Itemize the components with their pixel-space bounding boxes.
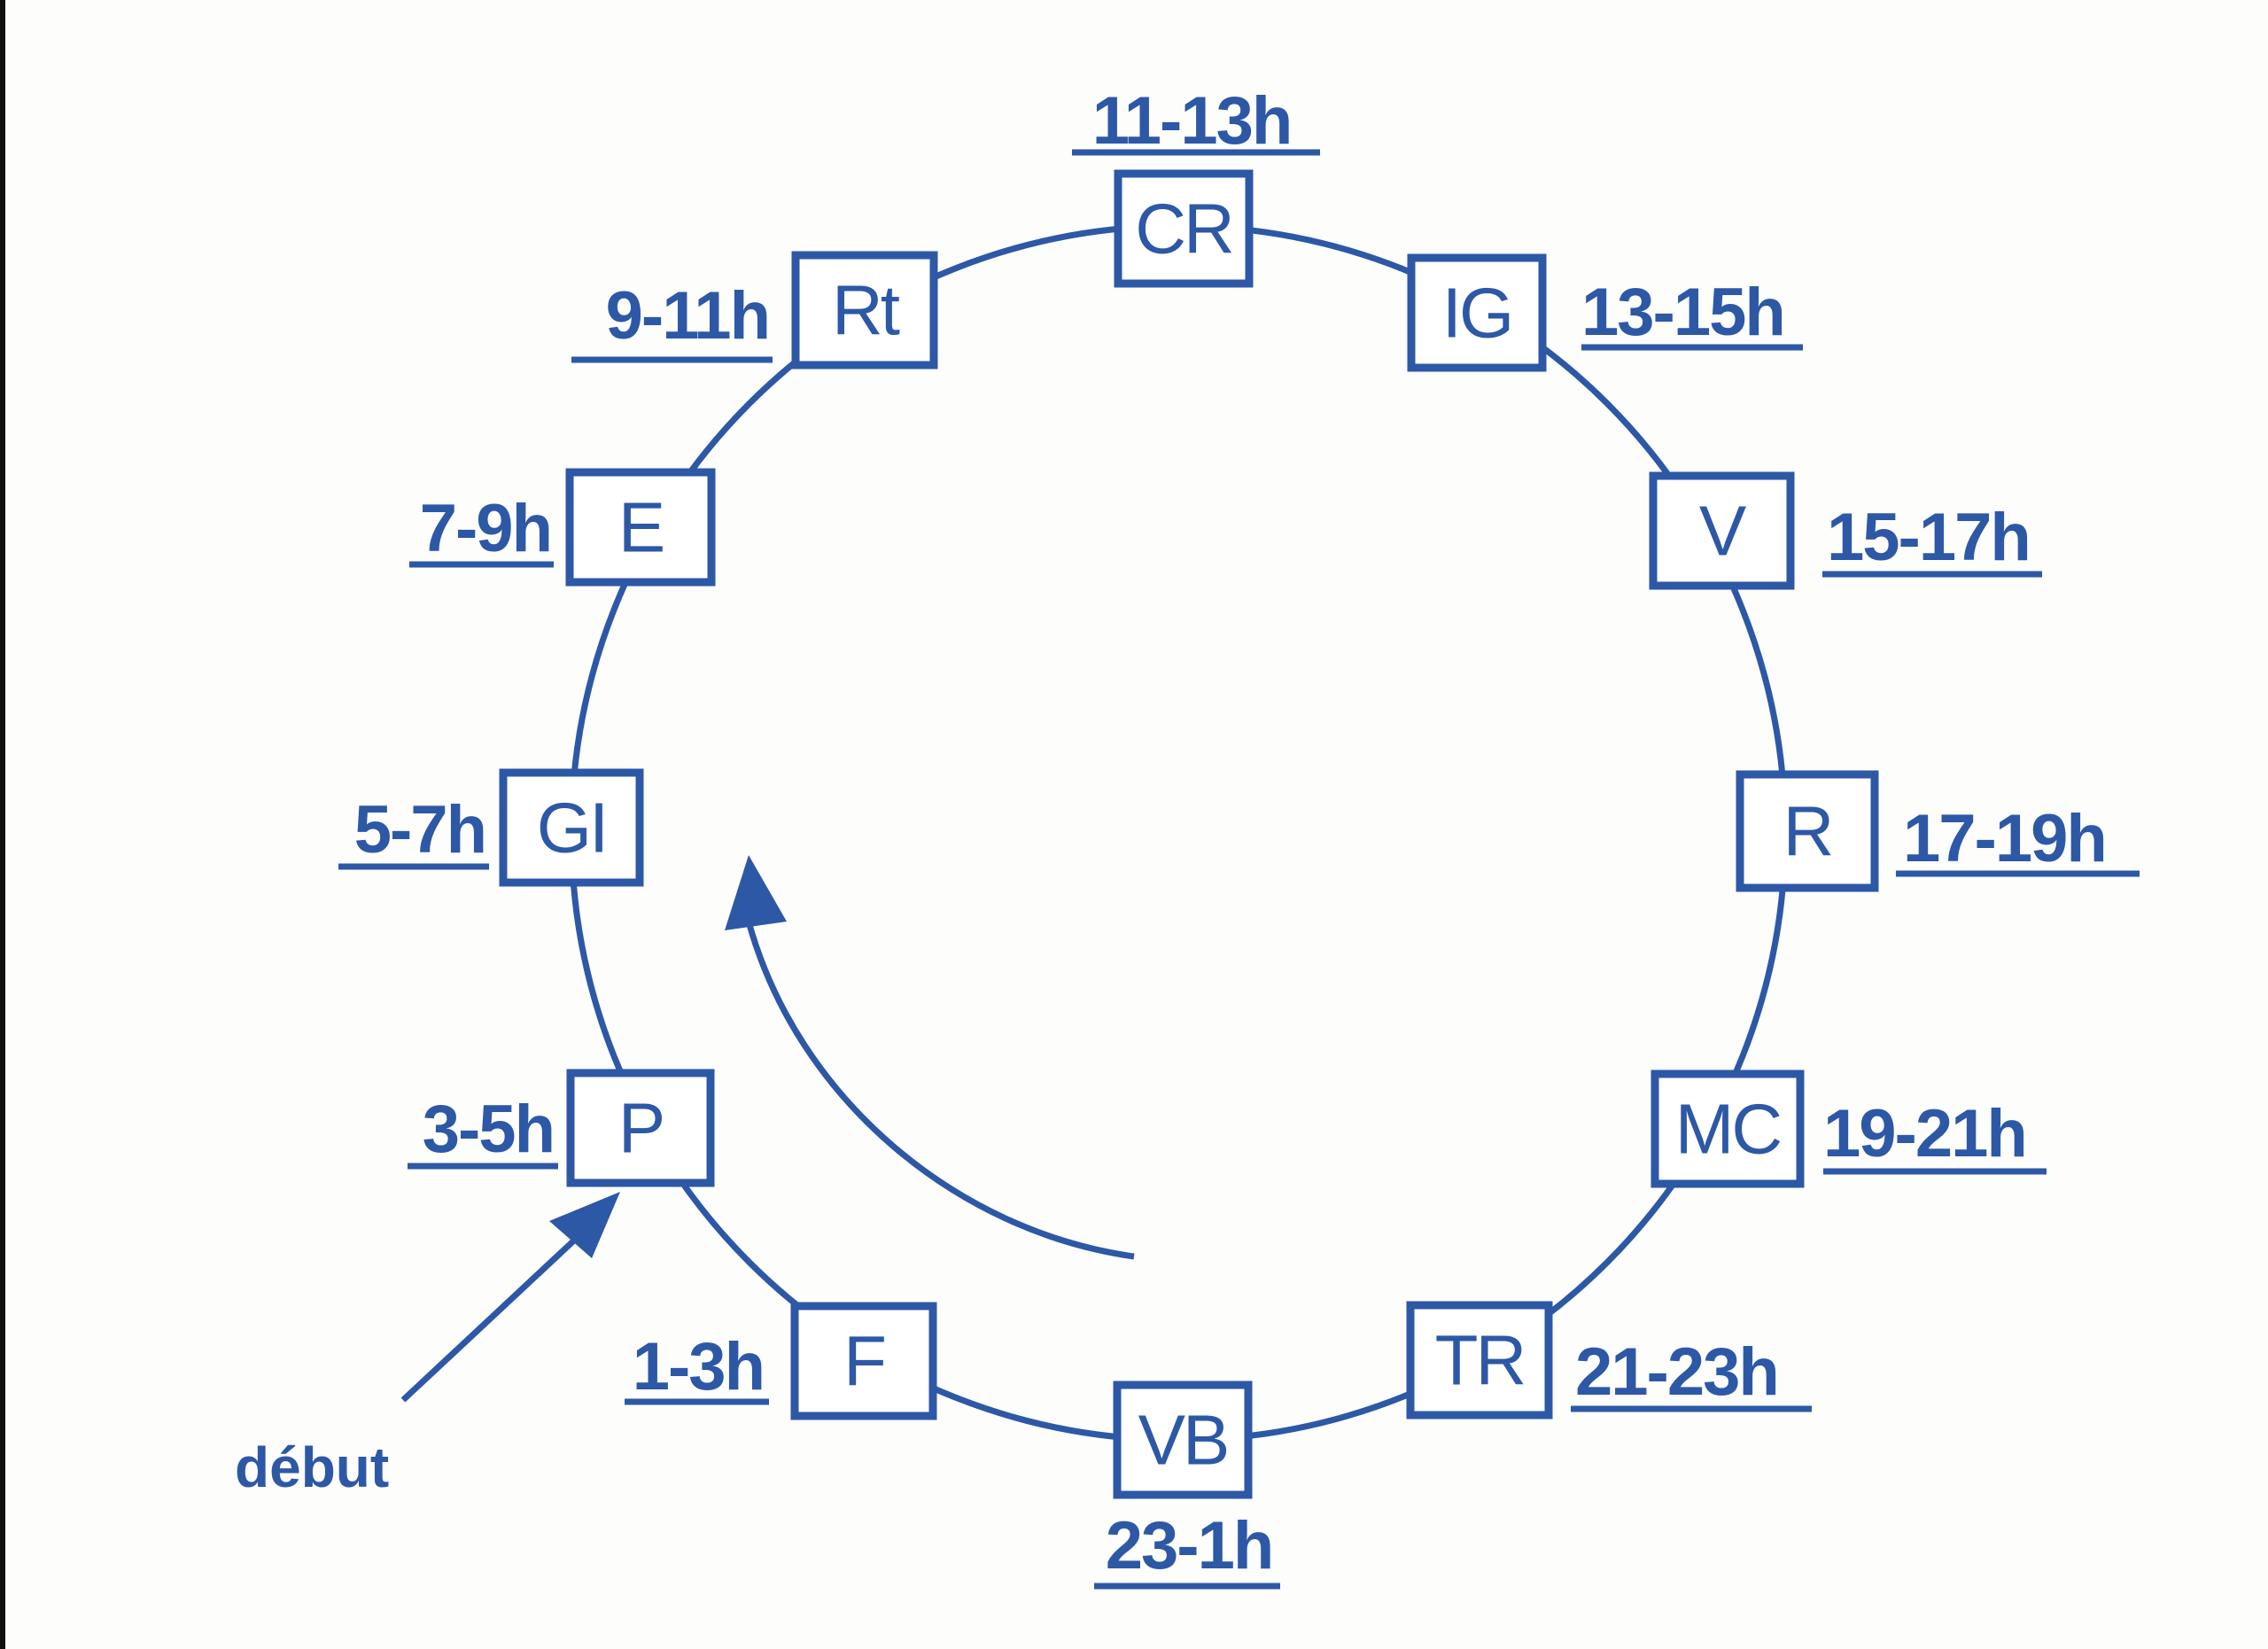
node-code: CR: [1135, 190, 1232, 268]
node-box: [1113, 1381, 1253, 1499]
node-vb: VB 23-1h: [1094, 1381, 1280, 1590]
node-e: E 7-9h: [409, 468, 716, 587]
node-gi: GI 5-7h: [338, 768, 644, 887]
time-label: 13-15h: [1581, 275, 1784, 350]
time-label: 11-13h: [1092, 83, 1292, 159]
node-box: [791, 251, 938, 369]
time-label: 9-11h: [606, 278, 769, 354]
node-code: E: [618, 488, 663, 567]
scan-edge: [0, 0, 5, 1649]
node-p: P 3-5h: [408, 1069, 715, 1187]
node-tr: TR 21-23h: [1406, 1301, 1812, 1420]
node-code: F: [843, 1322, 884, 1401]
node-code: Rt: [832, 271, 900, 350]
node-box: [1406, 1301, 1553, 1420]
time-label: 7-9h: [420, 491, 551, 566]
time-label: 3-5h: [423, 1092, 554, 1167]
node-box: [790, 1302, 937, 1420]
node-code: MC: [1675, 1090, 1781, 1169]
node-code: GI: [537, 789, 606, 867]
node-box: [1736, 770, 1879, 892]
start-arrow: [400, 1211, 605, 1403]
node-rt: Rt 9-11h: [571, 251, 938, 369]
node-box: [1651, 1070, 1805, 1188]
node-box: [1114, 169, 1254, 288]
node-box: [1407, 253, 1547, 372]
time-label: 1-3h: [633, 1329, 764, 1404]
start-arrow-head: [549, 1192, 620, 1258]
flow-arrow: [745, 921, 1135, 1260]
flow-arrow-head: [725, 855, 787, 930]
node-cr: CR 11-13h: [1072, 83, 1320, 288]
node-v: V 15-17h: [1649, 471, 2042, 590]
time-label: 23-1h: [1106, 1508, 1273, 1583]
node-box: [1649, 471, 1795, 590]
node-code: TR: [1435, 1321, 1525, 1400]
time-label: 19-21h: [1823, 1096, 2026, 1171]
node-code: V: [1699, 492, 1747, 571]
node-mc: MC 19-21h: [1651, 1070, 2047, 1188]
node-box: [499, 768, 644, 887]
node-box: [566, 1069, 715, 1187]
node-code: R: [1783, 792, 1832, 871]
time-label: 17-19h: [1903, 801, 2106, 876]
cycle-circle: [568, 222, 1789, 1443]
node-box: [565, 468, 716, 587]
time-label: 15-17h: [1827, 500, 2030, 575]
time-label: 5-7h: [354, 792, 485, 867]
node-f: F 1-3h: [625, 1302, 937, 1420]
node-r: R 17-19h: [1736, 770, 2140, 892]
time-label: 21-23h: [1575, 1334, 1778, 1410]
node-code: IG: [1442, 274, 1511, 353]
start-label: début: [235, 1435, 389, 1499]
node-ig: IG 13-15h: [1407, 253, 1803, 372]
node-code: VB: [1138, 1401, 1228, 1480]
node-code: P: [618, 1089, 663, 1168]
